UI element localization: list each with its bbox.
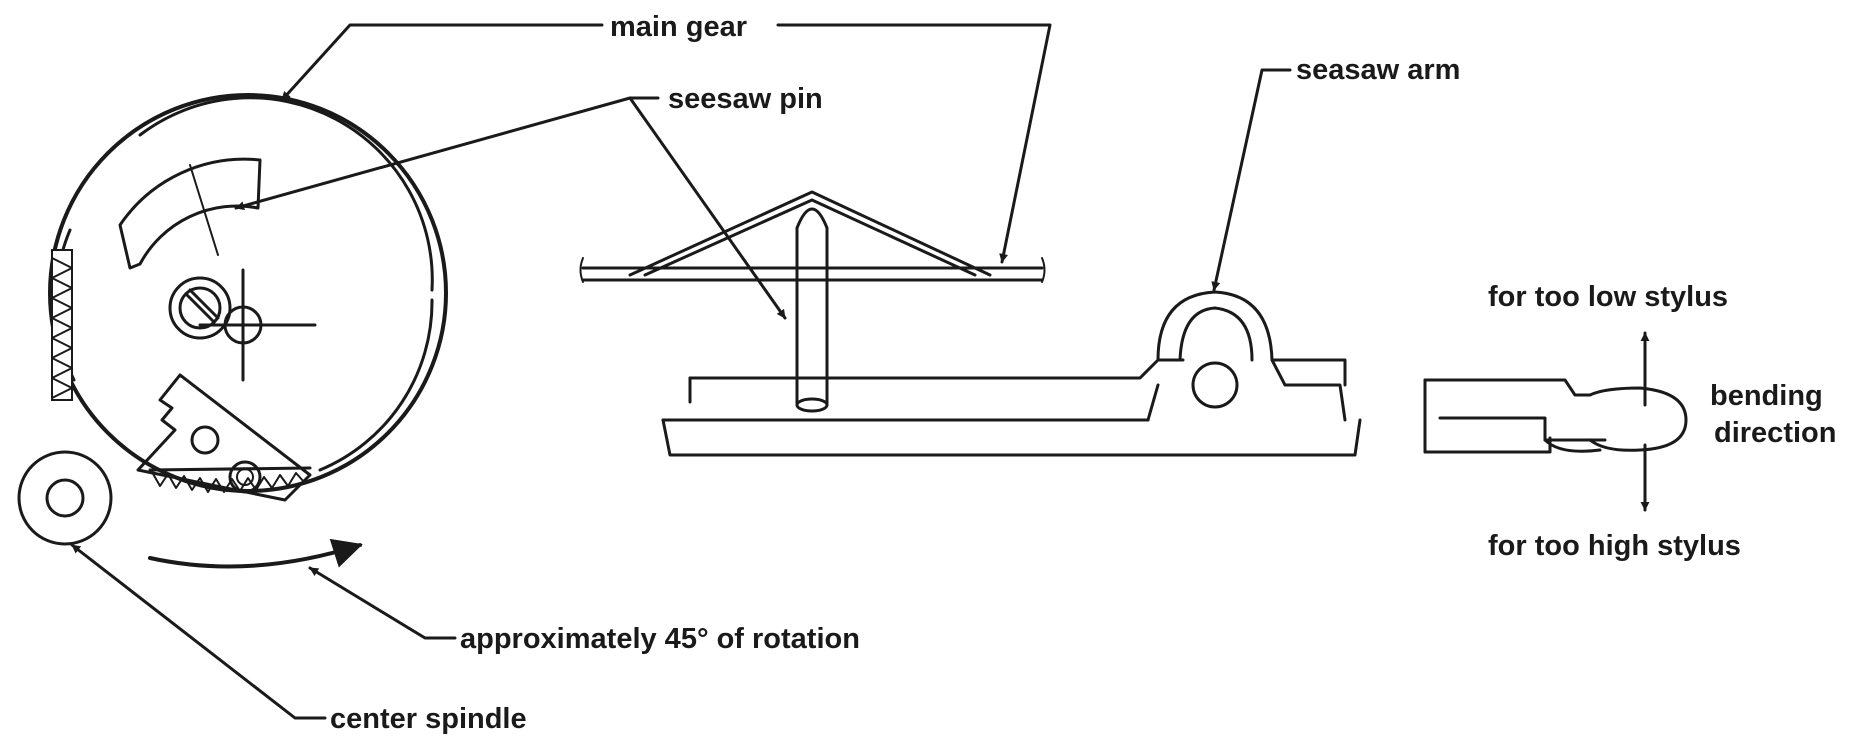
label-center-spindle: center spindle [330,703,527,735]
label-seesaw-pin: seesaw pin [668,83,823,115]
curved-slot [118,157,262,270]
center-crosshair [198,268,317,382]
label-rotation: approximately 45° of rotation [460,623,860,655]
screw-icon [168,276,232,340]
label-seasaw-arm: seasaw arm [1296,54,1460,86]
label-too-high-stylus: for too high stylus [1488,530,1741,562]
bending-detail [1423,331,1688,512]
main-gear [48,93,448,502]
seesaw-pin [795,207,829,413]
rotation-arrow [148,538,363,569]
leader-lines [70,23,1292,720]
label-too-low-stylus: for too low stylus [1488,281,1728,313]
seasaw-arm-lug [1156,290,1347,422]
left-gear-teeth [51,249,73,401]
seesaw-assembly [579,190,1362,457]
center-spindle [17,450,113,546]
label-direction: direction [1714,417,1836,449]
label-main-gear: main gear [610,11,747,43]
label-bending: bending [1710,380,1823,412]
cam-plate [136,373,312,502]
bottom-gear-teeth [148,466,312,493]
